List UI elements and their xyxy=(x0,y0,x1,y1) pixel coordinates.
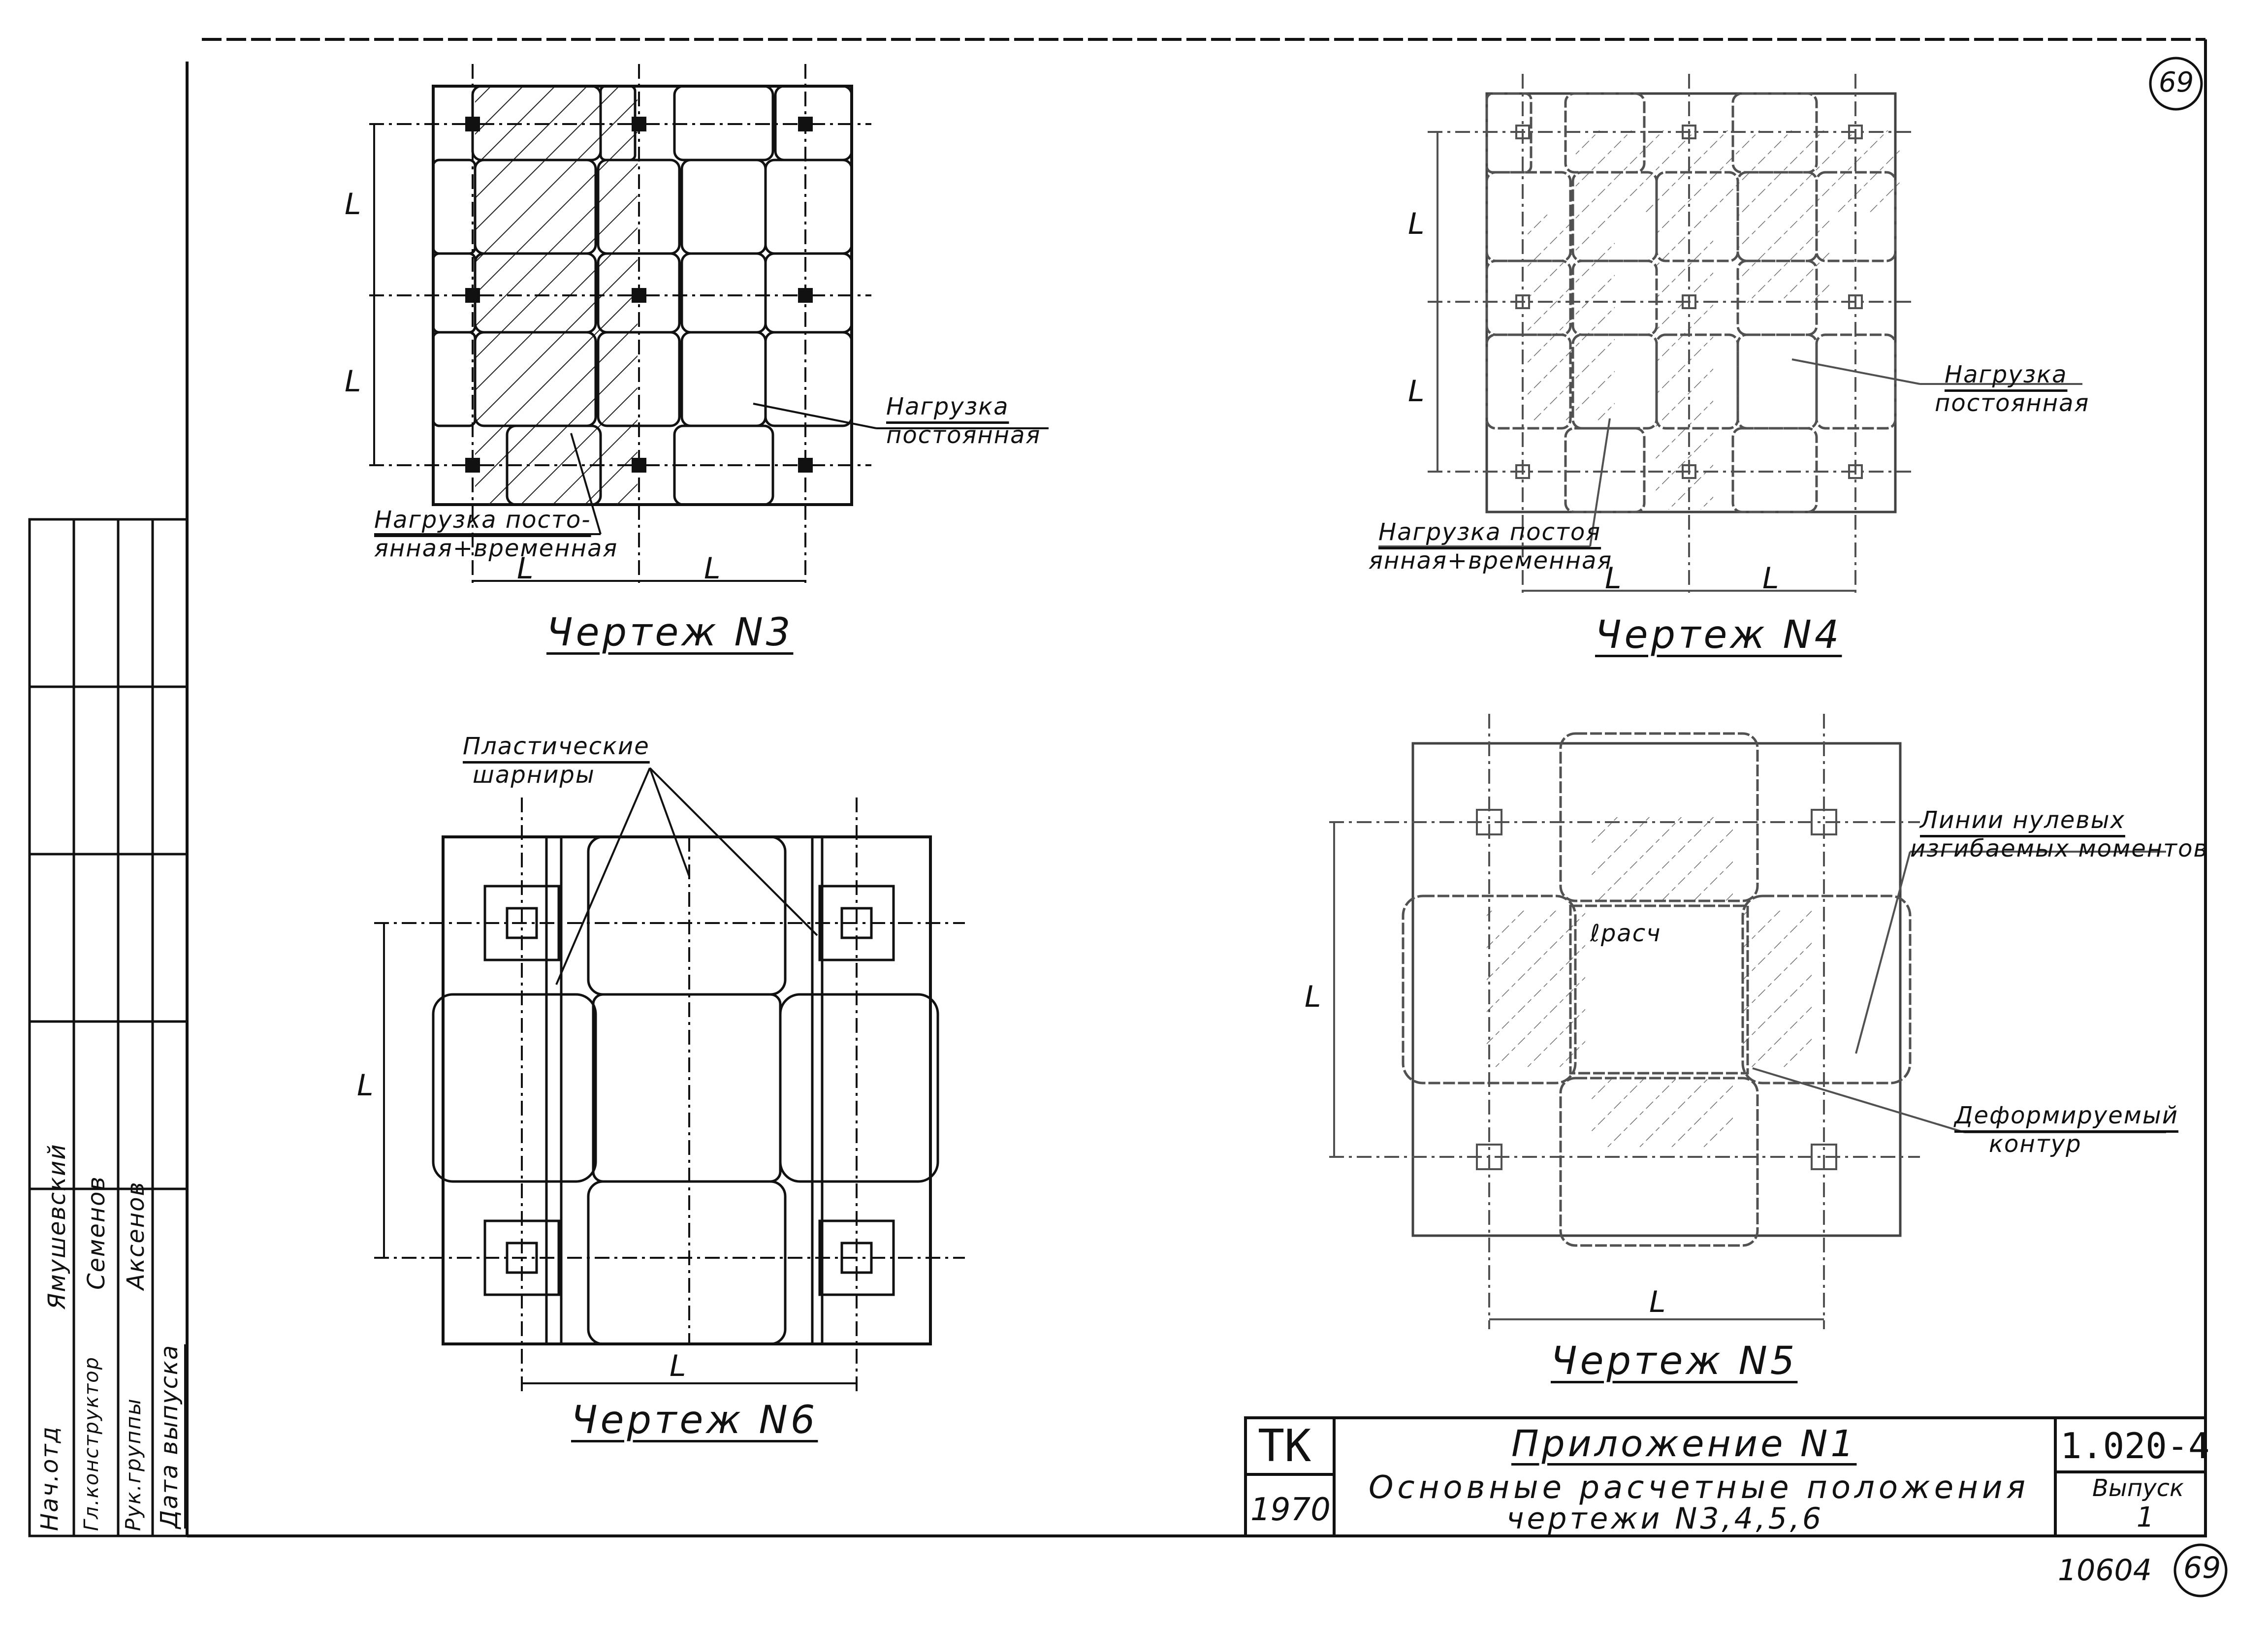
drawing-4-plan xyxy=(1378,74,2082,596)
d3-dim-lines xyxy=(373,124,1049,582)
d4-dim-l-vert-2: L xyxy=(1408,374,1425,409)
d4-label-constant-1: Нагрузка xyxy=(1945,361,2068,388)
d3-axes xyxy=(369,64,871,586)
d4-label-constant-2: постоянная xyxy=(1935,389,2090,417)
d3-label-constant-2: постоянная xyxy=(886,421,1041,449)
d4-axes xyxy=(1428,74,1915,596)
d5-label-contour-1: Деформируемый xyxy=(1954,1102,2179,1129)
drawing-3-title: Чертеж N3 xyxy=(546,610,794,655)
d4-dim-l-vert-1: L xyxy=(1408,207,1425,241)
drawing-5-plan xyxy=(1329,714,2166,1329)
d4-label-const-temp-2: янная+временная xyxy=(1369,547,1613,575)
d3-label-const-temp-1: Нагрузка посто- xyxy=(374,506,591,534)
archive-number: 10604 xyxy=(2058,1553,2152,1588)
d6-axes xyxy=(374,798,965,1393)
side-stamp-date-label: Дата выпуска xyxy=(156,1344,183,1529)
drawing-4-title: Чертеж N4 xyxy=(1595,613,1842,657)
title-block-code: 1.020-4 xyxy=(2060,1425,2210,1467)
side-stamp-name-1: Ямушевский xyxy=(43,1143,71,1309)
sheet-number-top: 69 xyxy=(2159,66,2194,98)
title-block xyxy=(1244,1416,2207,1537)
d6-label-hinges-2: шарниры xyxy=(473,761,595,789)
side-stamp-name-3: Аксенов xyxy=(122,1181,150,1290)
side-stamp xyxy=(28,518,189,1537)
d3-dim-l-horz-2: L xyxy=(704,551,721,586)
d5-label-calc-span: ℓрасч xyxy=(1590,920,1661,947)
drawing-5-title: Чертеж N5 xyxy=(1551,1339,1798,1383)
sheet-number-bottom: 69 xyxy=(2183,1551,2221,1585)
d4-label-const-temp-1: Нагрузка постоя xyxy=(1378,518,1601,546)
d6-label-hinges-1: Пластические xyxy=(463,733,650,760)
d5-label-zero-lines-2: изгибаемых моментов xyxy=(1910,835,2208,862)
d5-dim-l-vert: L xyxy=(1305,980,1321,1014)
d4-panels xyxy=(1485,92,1897,513)
title-block-description-1: Основные расчетные положения xyxy=(1369,1469,2029,1506)
d6-dim-l-horz: L xyxy=(670,1349,686,1383)
title-block-appendix: Приложение N1 xyxy=(1511,1423,1857,1465)
d3-label-constant-1: Нагрузка xyxy=(886,393,1009,420)
d3-dim-l-vert-1: L xyxy=(345,187,361,222)
d5-label-zero-lines-1: Линии нулевых xyxy=(1920,806,2125,834)
d6-panels xyxy=(432,835,939,1345)
drawing-6-plan xyxy=(374,767,965,1393)
d3-dim-l-horz-1: L xyxy=(517,551,534,586)
drawing-6-title: Чертеж N6 xyxy=(571,1398,818,1442)
d4-dim-l-horz-2: L xyxy=(1762,561,1779,596)
title-block-issue-number: 1 xyxy=(2137,1501,2154,1533)
title-block-issue-label: Выпуск xyxy=(2092,1474,2184,1502)
d3-label-const-temp-2: янная+временная xyxy=(374,535,618,562)
d5-hatch-left xyxy=(1487,911,1585,1068)
side-stamp-role-3: Рук.группы xyxy=(121,1398,145,1531)
d5-axes xyxy=(1329,714,1920,1329)
d5-hatch-bottom xyxy=(1590,1078,1733,1147)
d4-hatch-3 xyxy=(1654,214,1713,510)
d6-dim-lines xyxy=(383,767,857,1384)
title-block-org: ТК xyxy=(1258,1420,1311,1472)
d5-hatch-right xyxy=(1743,911,1812,1068)
d5-hatch-top xyxy=(1590,817,1733,901)
drawing-3-plan xyxy=(369,64,1049,586)
side-stamp-name-2: Семенов xyxy=(83,1176,110,1290)
side-stamp-role-1: Нач.отд xyxy=(36,1426,64,1531)
side-stamp-role-2: Гл.конструктор xyxy=(80,1356,103,1531)
d5-label-contour-2: контур xyxy=(1989,1130,2082,1158)
title-block-description-2: чертежи N3,4,5,6 xyxy=(1506,1501,1824,1536)
d5-dim-lines xyxy=(1333,822,2166,1320)
d3-dim-l-vert-2: L xyxy=(345,364,361,399)
d6-dim-l-vert: L xyxy=(357,1068,374,1103)
d4-dim-l-horz-1: L xyxy=(1605,561,1622,596)
d5-panels xyxy=(1402,732,1912,1247)
d4-dim-lines xyxy=(1378,132,2082,592)
d5-dim-l-horz: L xyxy=(1649,1285,1666,1319)
title-block-year: 1970 xyxy=(1250,1492,1331,1528)
